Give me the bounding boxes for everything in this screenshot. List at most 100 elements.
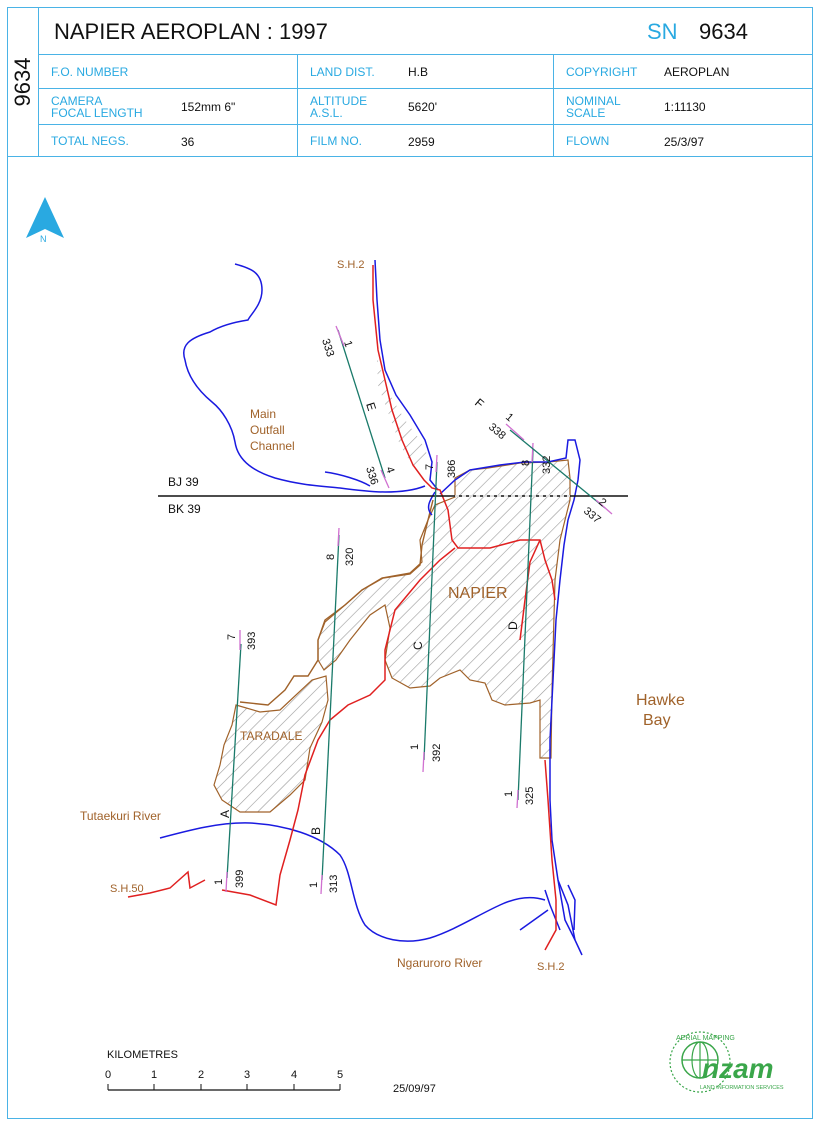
run-e-start: 1	[341, 339, 354, 349]
camera-label: CAMERA FOCAL LENGTH	[51, 94, 143, 120]
run-f-end-neg: 337	[581, 505, 603, 526]
run-c-letter: C	[411, 641, 425, 650]
sn-label: SN	[647, 19, 678, 44]
print-date: 25/09/97	[393, 1083, 436, 1095]
north-label: N	[40, 234, 47, 244]
label-sh2-top: S.H.2	[337, 259, 365, 271]
total-negs-value: 36	[181, 135, 195, 149]
run-b-end: 8	[325, 554, 337, 560]
run-f-end: 2	[596, 496, 608, 509]
land-dist-value: H.B	[408, 65, 429, 79]
copyright-value: AEROPLAN	[664, 65, 730, 79]
run-c-start-neg: 392	[431, 744, 443, 762]
altitude-value: 5620'	[408, 100, 437, 114]
label-tutaekuri: Tutaekuri River	[80, 809, 161, 823]
label-sh50: S.H.50	[110, 883, 144, 895]
altitude-label: ALTITUDE A.S.L.	[310, 94, 368, 120]
place-labels: NAPIER TARADALE Hawke Bay Main Outfall C…	[80, 259, 685, 973]
north-arrow-icon: N	[26, 197, 64, 244]
label-napier: NAPIER	[448, 585, 508, 602]
flown-cell: FLOWN 25/3/97	[553, 125, 814, 156]
label-ngaruroro: Ngaruroro River	[397, 956, 482, 970]
grid-label-bj: BJ 39	[168, 475, 199, 489]
scale-tick-3: 3	[244, 1069, 250, 1081]
scale-tick-2: 2	[198, 1069, 204, 1081]
title-row: NAPIER AEROPLAN : 1997 SN 9634	[39, 7, 813, 55]
run-b-letter: B	[309, 827, 323, 835]
run-c-end-neg: 386	[446, 460, 458, 478]
info-row-2: CAMERA FOCAL LENGTH 152mm 6" ALTITUDE A.…	[39, 89, 813, 125]
scale-label: NOMINAL SCALE	[566, 94, 621, 120]
altitude-cell: ALTITUDE A.S.L. 5620'	[297, 89, 554, 124]
run-e-end-neg: 336	[363, 465, 380, 486]
run-e-start-neg: 333	[319, 337, 336, 358]
scale-cell: NOMINAL SCALE 1:11130	[553, 89, 814, 124]
logo-subtitle: LAND INFORMATION SERVICES	[700, 1085, 784, 1091]
info-row-3: TOTAL NEGS. 36 FILM NO. 2959 FLOWN 25/3/…	[39, 125, 813, 157]
film-no-label: FILM NO.	[310, 134, 363, 148]
label-main: Main	[250, 407, 276, 421]
scale-value: 1:11130	[664, 100, 706, 114]
run-e-letter: E	[363, 401, 379, 413]
rivers	[159, 259, 583, 956]
total-negs-cell: TOTAL NEGS. 36	[39, 125, 297, 156]
label-bay: Bay	[643, 712, 671, 729]
run-f-start: 1	[503, 411, 515, 424]
nzam-logo: AERIAL MAPPING nzam LAND INFORMATION SER…	[669, 1031, 784, 1093]
camera-value: 152mm 6"	[181, 100, 236, 114]
land-dist-label: LAND DIST.	[310, 65, 375, 79]
run-d-start: 1	[503, 791, 515, 797]
run-c-start: 1	[409, 744, 421, 750]
run-b-line	[321, 534, 340, 881]
run-a-line	[226, 643, 242, 879]
flown-label: FLOWN	[566, 134, 610, 148]
total-negs-label: TOTAL NEGS.	[51, 134, 129, 148]
sheet-title: NAPIER AEROPLAN : 1997	[54, 19, 328, 44]
run-d-line	[517, 449, 534, 801]
label-taradale: TARADALE	[240, 729, 302, 743]
coastal-strip-area	[377, 358, 430, 470]
run-a-end-neg: 393	[246, 632, 258, 650]
run-d-letter: D	[506, 621, 520, 630]
fo-number-label: F.O. NUMBER	[51, 65, 129, 79]
label-outfall: Outfall	[250, 423, 285, 437]
flown-value: 25/3/97	[664, 135, 705, 149]
label-sh2-bottom: S.H.2	[537, 961, 565, 973]
flight-runs	[225, 325, 613, 895]
run-d-end-neg: 332	[541, 456, 553, 474]
film-no-value: 2959	[408, 135, 435, 149]
copyright-label: COPYRIGHT	[566, 65, 638, 79]
label-hawke: Hawke	[636, 692, 685, 709]
copyright-cell: COPYRIGHT AEROPLAN	[553, 55, 814, 88]
info-row-1: F.O. NUMBER LAND DIST. H.B COPYRIGHT AER…	[39, 55, 813, 89]
run-b-start: 1	[308, 882, 320, 888]
land-dist-cell: LAND DIST. H.B	[297, 55, 554, 88]
scale-tick-5: 5	[337, 1069, 343, 1081]
scale-tick-1: 1	[151, 1069, 157, 1081]
sheet-frame	[7, 7, 813, 1119]
run-c-line	[423, 461, 438, 761]
logo-text: nzam	[702, 1053, 774, 1084]
sn-value: 9634	[699, 19, 748, 44]
film-no-cell: FILM NO. 2959	[297, 125, 554, 156]
run-a-end: 7	[226, 634, 238, 640]
run-c-end: 7	[424, 464, 436, 470]
run-f-start-neg: 338	[486, 421, 508, 442]
label-channel: Channel	[250, 439, 295, 453]
run-d-start-neg: 325	[524, 787, 536, 805]
fo-number-cell: F.O. NUMBER	[39, 55, 297, 88]
run-a-start-neg: 399	[234, 870, 246, 888]
run-e-end: 4	[383, 465, 396, 475]
run-b-end-neg: 320	[344, 548, 356, 566]
taradale-urban-area	[213, 675, 329, 813]
scale-bar: KILOMETRES 0 1 2 3 4 5	[105, 1049, 343, 1091]
run-a-letter: A	[218, 810, 232, 818]
run-d-end: 8	[520, 460, 532, 466]
scale-tick-4: 4	[291, 1069, 297, 1081]
run-f-letter: F	[472, 396, 487, 411]
side-sheet-number: 9634	[7, 7, 39, 157]
scale-tick-0: 0	[105, 1069, 111, 1081]
grid-label-bk: BK 39	[168, 502, 201, 516]
run-e-line	[337, 329, 386, 479]
